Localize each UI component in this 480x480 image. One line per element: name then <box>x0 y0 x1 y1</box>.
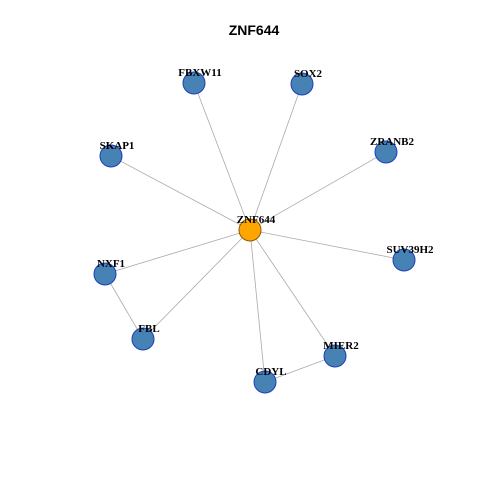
node-circle <box>374 140 398 164</box>
node-circle <box>323 344 347 368</box>
edge-znf644-fbl <box>142 229 251 340</box>
node-circle <box>392 248 416 272</box>
node-circle <box>99 144 123 168</box>
node-label: FBXW11 <box>178 67 221 79</box>
edge-znf644-nxf1 <box>104 229 251 275</box>
node-label: SOX2 <box>294 68 323 80</box>
edge-cdyl-mier2 <box>264 355 336 383</box>
edge-znf644-skap1 <box>110 155 251 231</box>
edge-znf644-zranb2 <box>249 151 387 231</box>
node-circle <box>182 71 206 95</box>
node-circle <box>131 327 155 351</box>
node-circle <box>238 218 262 242</box>
node-circle <box>93 262 117 286</box>
node-label: ZRANB2 <box>370 136 415 148</box>
node-skap1: SKAP1 <box>99 140 135 168</box>
edge-nxf1-fbl <box>104 273 144 340</box>
node-zranb2: ZRANB2 <box>370 136 415 164</box>
edge-znf644-cdyl <box>249 229 266 383</box>
node-cdyl: CDYL <box>253 366 287 394</box>
edge-layer <box>104 82 405 383</box>
node-fbl: FBL <box>131 323 160 351</box>
node-fbxw11: FBXW11 <box>178 67 222 95</box>
node-circle <box>253 370 277 394</box>
node-sox2: SOX2 <box>290 68 323 96</box>
edge-znf644-mier2 <box>249 229 336 357</box>
node-znf644: ZNF644 <box>237 214 276 242</box>
node-nxf1: NXF1 <box>93 258 125 286</box>
diagram-title: ZNF644 <box>229 22 280 38</box>
node-circle <box>290 72 314 96</box>
node-mier2: MIER2 <box>323 340 359 368</box>
node-label: ZNF644 <box>237 214 276 226</box>
edge-znf644-suv39h2 <box>249 229 405 261</box>
node-label: FBL <box>138 323 159 335</box>
node-label: NXF1 <box>97 258 125 270</box>
edge-znf644-fbxw11 <box>193 82 251 231</box>
edge-znf644-sox2 <box>249 83 303 231</box>
node-label: SUV39H2 <box>386 244 434 256</box>
node-suv39h2: SUV39H2 <box>386 244 434 272</box>
node-label: CDYL <box>255 366 286 378</box>
node-label: SKAP1 <box>100 140 135 152</box>
node-label: MIER2 <box>323 340 359 352</box>
